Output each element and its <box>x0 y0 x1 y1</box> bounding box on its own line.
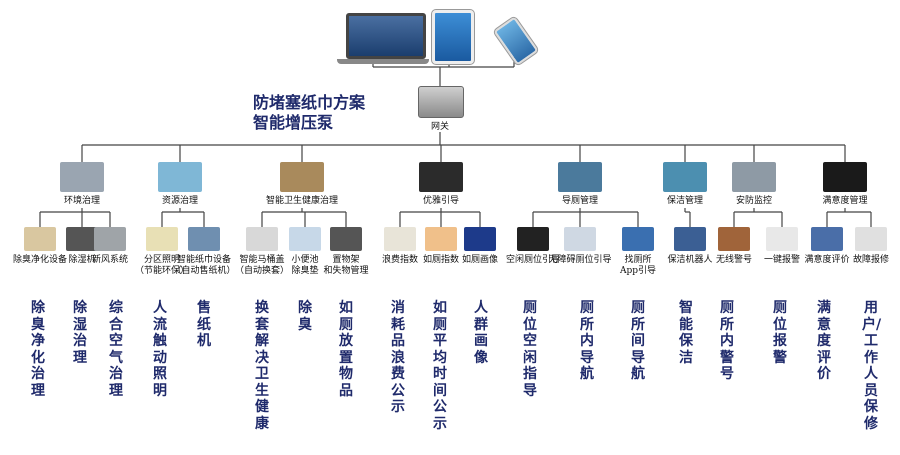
category-env-icon <box>60 162 104 192</box>
device-18-icon <box>855 227 887 251</box>
category-label: 保洁管理 <box>666 196 704 206</box>
device-13-icon <box>622 227 654 251</box>
device-12-icon <box>564 227 596 251</box>
device-label: 除湿机 <box>68 255 96 265</box>
device-label: 如厕画像 <box>461 255 499 265</box>
description-column: 换套解决卫生健康 <box>255 300 269 432</box>
category-label: 满意度管理 <box>822 196 868 206</box>
category-label: 环境治理 <box>63 196 101 206</box>
device-label: 一键报警 <box>763 255 801 265</box>
diagram-title: 防堵塞纸巾方案 智能增压泵 <box>253 93 365 133</box>
device-label: 浪费指数 <box>381 255 419 265</box>
device-14-icon <box>674 227 706 251</box>
tablet-icon <box>431 9 475 65</box>
description-column: 除臭净化治理 <box>31 300 45 399</box>
title-line-2: 智能增压泵 <box>253 113 334 132</box>
device-label: 如厕指数 <box>422 255 460 265</box>
description-column: 厕所内警号 <box>720 300 734 382</box>
category-toilet-icon <box>280 162 324 192</box>
device-2-icon <box>94 227 126 251</box>
device-4-icon <box>188 227 220 251</box>
device-sublabel: （自动售纸机） <box>172 266 236 276</box>
device-label: 小便池 <box>291 255 319 265</box>
device-17-icon <box>811 227 843 251</box>
title-line-1: 防堵塞纸巾方案 <box>253 93 366 112</box>
device-sublabel: （自动换套） <box>234 266 290 276</box>
category-sat-icon <box>823 162 867 192</box>
description-column: 售纸机 <box>197 300 211 349</box>
device-sublabel: App引导 <box>619 266 657 276</box>
description-column: 除湿治理 <box>73 300 87 366</box>
description-column: 除臭 <box>298 300 312 333</box>
device-1-icon <box>66 227 98 251</box>
device-11-icon <box>517 227 549 251</box>
category-elegant-icon <box>419 162 463 192</box>
device-label: 除臭净化设备 <box>12 255 68 265</box>
device-label: 智能马桶盖 <box>239 255 285 265</box>
device-9-icon <box>425 227 457 251</box>
device-16-icon <box>766 227 798 251</box>
device-5-icon <box>246 227 278 251</box>
device-6-icon <box>289 227 321 251</box>
device-label: 空闲厕位引导 <box>505 255 561 265</box>
device-label: 故障报修 <box>852 255 890 265</box>
category-sec-icon <box>732 162 776 192</box>
gateway-label: 网关 <box>430 122 450 132</box>
description-column: 用户/工作人员保修 <box>862 300 882 432</box>
gateway-icon <box>418 86 464 118</box>
device-label: 无障碍厕位引导 <box>548 255 612 265</box>
laptop-icon <box>337 13 429 64</box>
device-label: 满意度评价 <box>804 255 850 265</box>
device-sublabel: 除臭垫 <box>291 266 319 276</box>
device-sublabel: 和失物管理 <box>323 266 369 276</box>
category-label: 资源治理 <box>161 196 199 206</box>
description-column: 厕位报警 <box>773 300 787 366</box>
device-sublabel: （节能环保） <box>134 266 190 276</box>
category-label: 智能卫生健康治理 <box>265 196 339 206</box>
description-column: 如厕平均时间公示 <box>433 300 447 432</box>
device-label: 智能纸巾设备 <box>176 255 232 265</box>
description-column: 厕所间导航 <box>631 300 645 382</box>
description-column: 如厕放置物品 <box>339 300 353 399</box>
device-label: 置物架 <box>332 255 360 265</box>
device-7-icon <box>330 227 362 251</box>
description-column: 人群画像 <box>474 300 488 366</box>
device-label: 找厕所 <box>624 255 652 265</box>
description-column: 厕位空闲指导 <box>523 300 537 399</box>
description-column: 人流触动照明 <box>153 300 167 399</box>
category-res-icon <box>158 162 202 192</box>
category-label: 导厕管理 <box>561 196 599 206</box>
device-label: 保洁机器人 <box>667 255 713 265</box>
category-label: 优雅引导 <box>422 196 460 206</box>
device-label: 分区照明 <box>143 255 181 265</box>
device-0-icon <box>24 227 56 251</box>
category-clean-icon <box>663 162 707 192</box>
device-label: 无线警号 <box>715 255 753 265</box>
category-label: 安防监控 <box>735 196 773 206</box>
device-15-icon <box>718 227 750 251</box>
description-column: 消耗品浪费公示 <box>391 300 405 415</box>
description-column: 满意度评价 <box>817 300 831 382</box>
description-column: 智能保洁 <box>679 300 693 366</box>
category-guide-icon <box>558 162 602 192</box>
device-3-icon <box>146 227 178 251</box>
device-label: 新风系统 <box>91 255 129 265</box>
description-column: 厕所内导航 <box>580 300 594 382</box>
device-10-icon <box>464 227 496 251</box>
description-column: 综合空气治理 <box>109 300 123 399</box>
device-8-icon <box>384 227 416 251</box>
